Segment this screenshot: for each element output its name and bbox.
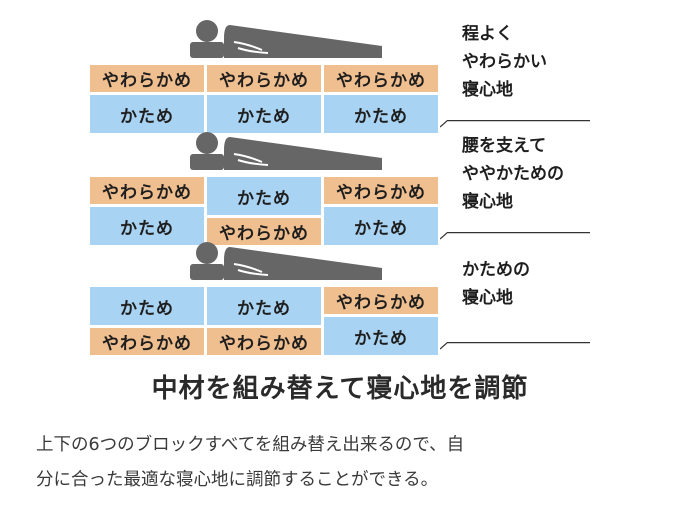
block-column-1: かため やわらかめ [90, 287, 204, 355]
caption-pointer-line [440, 120, 590, 128]
soft-block[interactable]: やわらかめ [324, 177, 438, 204]
hard-block[interactable]: かため [207, 177, 321, 215]
config-2: やわらかめ かため かため やわらかめ やわらかめ かため 腰を支えて ややかた… [0, 132, 680, 245]
caption-line: やわらかい [462, 52, 547, 72]
hard-block[interactable]: かため [324, 95, 438, 133]
description-line: 上下の6つのブロックすべてを組み替え出来るので、自 [36, 435, 465, 455]
lying-person-icon [190, 242, 382, 280]
block-column-2: かため やわらかめ [207, 177, 321, 245]
hard-block[interactable]: かため [90, 207, 204, 245]
lying-person-icon [190, 132, 382, 170]
block-column-3: やわらかめ かため [324, 65, 438, 133]
block-column-3: やわらかめ かため [324, 287, 438, 355]
lying-person-icon [190, 20, 382, 58]
block-column-3: やわらかめ かため [324, 177, 438, 245]
soft-block[interactable]: やわらかめ [90, 328, 204, 355]
config-3: かため やわらかめ かため やわらかめ やわらかめ かため かための 寝心地 [0, 242, 680, 355]
caption-line: かための [462, 260, 530, 280]
section-heading: 中材を組み替えて寝心地を調節 [151, 374, 529, 404]
hard-block[interactable]: かため [207, 95, 321, 133]
block-column-1: やわらかめ かため [90, 177, 204, 245]
soft-block[interactable]: やわらかめ [324, 287, 438, 314]
caption-pointer-line [440, 232, 590, 240]
caption-line: 寝心地 [462, 80, 513, 100]
caption-line: 寝心地 [462, 288, 513, 308]
hard-block[interactable]: かため [90, 287, 204, 325]
block-column-2: やわらかめ かため [207, 65, 321, 133]
config-caption: 腰を支えて ややかための 寝心地 [462, 132, 564, 216]
soft-block[interactable]: やわらかめ [207, 218, 321, 245]
caption-pointer-line [440, 342, 590, 350]
caption-line: 寝心地 [462, 192, 513, 212]
config-caption: 程よく やわらかい 寝心地 [462, 20, 547, 104]
soft-block[interactable]: やわらかめ [90, 65, 204, 92]
caption-line: 程よく [462, 24, 513, 44]
hard-block[interactable]: かため [90, 95, 204, 133]
description-line: 分に合った最適な寝心地に調節することができる。 [36, 470, 439, 490]
caption-line: ややかための [462, 164, 564, 184]
caption-line: 腰を支えて [462, 136, 547, 156]
config-caption: かための 寝心地 [462, 256, 530, 312]
block-column-1: やわらかめ かため [90, 65, 204, 133]
mattress-configurations: やわらかめ かため やわらかめ かため やわらかめ かため 程よく やわらかい … [0, 20, 680, 355]
block-column-2: かため やわらかめ [207, 287, 321, 355]
config-1: やわらかめ かため やわらかめ かため やわらかめ かため 程よく やわらかい … [0, 20, 680, 133]
soft-block[interactable]: やわらかめ [207, 65, 321, 92]
soft-block[interactable]: やわらかめ [207, 328, 321, 355]
hard-block[interactable]: かため [324, 207, 438, 245]
description-text: 上下の6つのブロックすべてを組み替え出来るので、自 分に合った最適な寝心地に調節… [36, 428, 656, 498]
soft-block[interactable]: やわらかめ [90, 177, 204, 204]
soft-block[interactable]: やわらかめ [324, 65, 438, 92]
hard-block[interactable]: かため [324, 317, 438, 355]
hard-block[interactable]: かため [207, 287, 321, 325]
